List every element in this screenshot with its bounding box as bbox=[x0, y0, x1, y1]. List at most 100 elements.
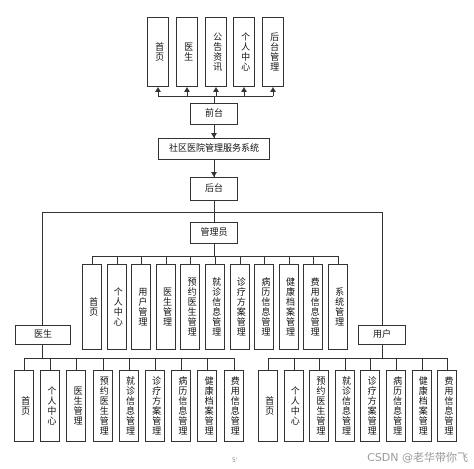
doctor-module-2-label: 个人中心 bbox=[45, 386, 56, 426]
admin-module-connector bbox=[215, 256, 216, 264]
admin-module-10: 费用信息管理 bbox=[303, 264, 324, 350]
frontend-module-3: 公告资讯 bbox=[205, 17, 227, 87]
admin-module-5: 预约医生管理 bbox=[180, 264, 201, 350]
system-to-backend-line bbox=[214, 160, 215, 177]
frontend-module-connector bbox=[273, 91, 274, 96]
doctor-box: 医生 bbox=[15, 325, 71, 345]
user-module-connector bbox=[293, 358, 295, 370]
doctor-module-1: 首页 bbox=[14, 370, 34, 442]
doctor-module-1-label: 首页 bbox=[19, 396, 30, 416]
admin-module-connector bbox=[239, 256, 241, 264]
system-box: 社区医院管理服务系统 bbox=[158, 138, 270, 160]
doctor-module-7: 病历信息管理 bbox=[171, 370, 192, 442]
frontend-module-1-label: 首页 bbox=[153, 42, 164, 62]
admin-module-connector bbox=[338, 256, 339, 264]
doctor-module-5-label: 就诊信息管理 bbox=[123, 376, 134, 436]
admin-module-7: 诊疗方案管理 bbox=[229, 264, 250, 350]
user-module-4: 就诊信息管理 bbox=[334, 370, 355, 442]
frontend-arrow-up-icon bbox=[270, 87, 276, 92]
frontend-to-system-line bbox=[214, 125, 215, 138]
user-module-connector bbox=[421, 358, 423, 370]
user-module-7-label: 健康档案管理 bbox=[416, 376, 427, 436]
doctor-module-9-label: 费用信息管理 bbox=[228, 376, 239, 436]
doctor-module-connector bbox=[233, 358, 235, 370]
doctor-to-bus-line bbox=[42, 345, 43, 358]
doctor-module-connector bbox=[102, 358, 104, 370]
doctor-module-connector bbox=[207, 358, 209, 370]
role-split-bar bbox=[42, 212, 382, 213]
page-mark: 5' bbox=[232, 457, 238, 464]
doctor-module-7-label: 病历信息管理 bbox=[176, 376, 187, 436]
admin-module-11-label: 系统管理 bbox=[333, 287, 344, 327]
frontend-module-5: 后台管理 bbox=[262, 17, 284, 87]
admin-module-2-label: 个人中心 bbox=[111, 287, 122, 327]
frontend-arrow-up-icon bbox=[241, 87, 247, 92]
user-module-1: 首页 bbox=[258, 370, 278, 442]
user-branch-line bbox=[382, 212, 383, 325]
admin-module-connector bbox=[165, 256, 167, 264]
admin-module-3-label: 用户管理 bbox=[136, 287, 147, 327]
admin-module-connector bbox=[264, 256, 266, 264]
frontend-module-connector bbox=[187, 91, 188, 96]
admin-module-2: 个人中心 bbox=[106, 264, 127, 350]
user-module-connector bbox=[344, 358, 346, 370]
doctor-module-9: 费用信息管理 bbox=[223, 370, 244, 442]
frontend-box: 前台 bbox=[190, 103, 238, 125]
doctor-module-connector bbox=[76, 358, 78, 370]
user-module-3: 预约医生管理 bbox=[309, 370, 330, 442]
doctor-module-connector bbox=[181, 358, 183, 370]
admin-module-7-label: 诊疗方案管理 bbox=[234, 277, 245, 337]
user-module-3-label: 预约医生管理 bbox=[314, 376, 325, 436]
admin-module-connector bbox=[313, 256, 315, 264]
admin-module-9-label: 健康档案管理 bbox=[283, 277, 294, 337]
frontend-to-bus-line bbox=[214, 96, 215, 103]
doctor-module-4: 预约医生管理 bbox=[92, 370, 113, 442]
frontend-arrow-up-icon bbox=[213, 87, 219, 92]
admin-module-4: 医生管理 bbox=[155, 264, 176, 350]
frontend-module-5-label: 后台管理 bbox=[268, 32, 279, 72]
frontend-module-4-label: 个人中心 bbox=[239, 32, 250, 72]
arrow-down-icon bbox=[211, 133, 217, 138]
frontend-module-connector bbox=[244, 91, 245, 96]
admin-module-1-label: 首页 bbox=[87, 297, 98, 317]
backend-box: 后台 bbox=[190, 177, 238, 201]
doctor-module-connector bbox=[24, 358, 25, 370]
frontend-arrow-up-icon bbox=[184, 87, 190, 92]
admin-module-8-label: 病历信息管理 bbox=[259, 277, 270, 337]
frontend-module-connector bbox=[158, 91, 159, 96]
frontend-module-2-label: 医生 bbox=[182, 42, 193, 62]
backend-split-line bbox=[214, 201, 215, 212]
user-module-8: 费用信息管理 bbox=[437, 370, 458, 442]
user-module-connector bbox=[319, 358, 321, 370]
user-module-7: 健康档案管理 bbox=[411, 370, 432, 442]
frontend-bus-line bbox=[158, 96, 273, 97]
frontend-module-connector bbox=[216, 91, 217, 96]
admin-module-4-label: 医生管理 bbox=[160, 287, 171, 327]
admin-module-connector bbox=[288, 256, 290, 264]
csdn-watermark: CSDN @老华带你飞 bbox=[367, 451, 468, 464]
user-module-connector bbox=[447, 358, 449, 370]
admin-module-5-label: 预约医生管理 bbox=[185, 277, 196, 337]
doctor-module-connector bbox=[128, 358, 130, 370]
frontend-module-3-label: 公告资讯 bbox=[211, 32, 222, 72]
user-module-1-label: 首页 bbox=[263, 396, 274, 416]
doctor-module-6: 诊疗方案管理 bbox=[145, 370, 165, 442]
admin-module-11: 系统管理 bbox=[328, 264, 348, 350]
user-module-2-label: 个人中心 bbox=[288, 386, 299, 426]
doctor-branch-line bbox=[42, 212, 43, 325]
admin-module-connector bbox=[116, 256, 118, 264]
admin-module-10-label: 费用信息管理 bbox=[308, 277, 319, 337]
frontend-arrow-up-icon bbox=[155, 87, 161, 92]
doctor-module-4-label: 预约医生管理 bbox=[97, 376, 108, 436]
doctor-module-5: 就诊信息管理 bbox=[118, 370, 139, 442]
admin-module-1: 首页 bbox=[82, 264, 102, 350]
admin-module-6-label: 就诊信息管理 bbox=[210, 277, 221, 337]
user-module-6: 病历信息管理 bbox=[386, 370, 406, 442]
doctor-module-3: 医生管理 bbox=[66, 370, 87, 442]
admin-module-9: 健康档案管理 bbox=[278, 264, 299, 350]
frontend-module-4: 个人中心 bbox=[233, 17, 255, 87]
doctor-module-connector bbox=[50, 358, 52, 370]
doctor-module-8: 健康档案管理 bbox=[197, 370, 218, 442]
user-module-4-label: 就诊信息管理 bbox=[339, 376, 350, 436]
